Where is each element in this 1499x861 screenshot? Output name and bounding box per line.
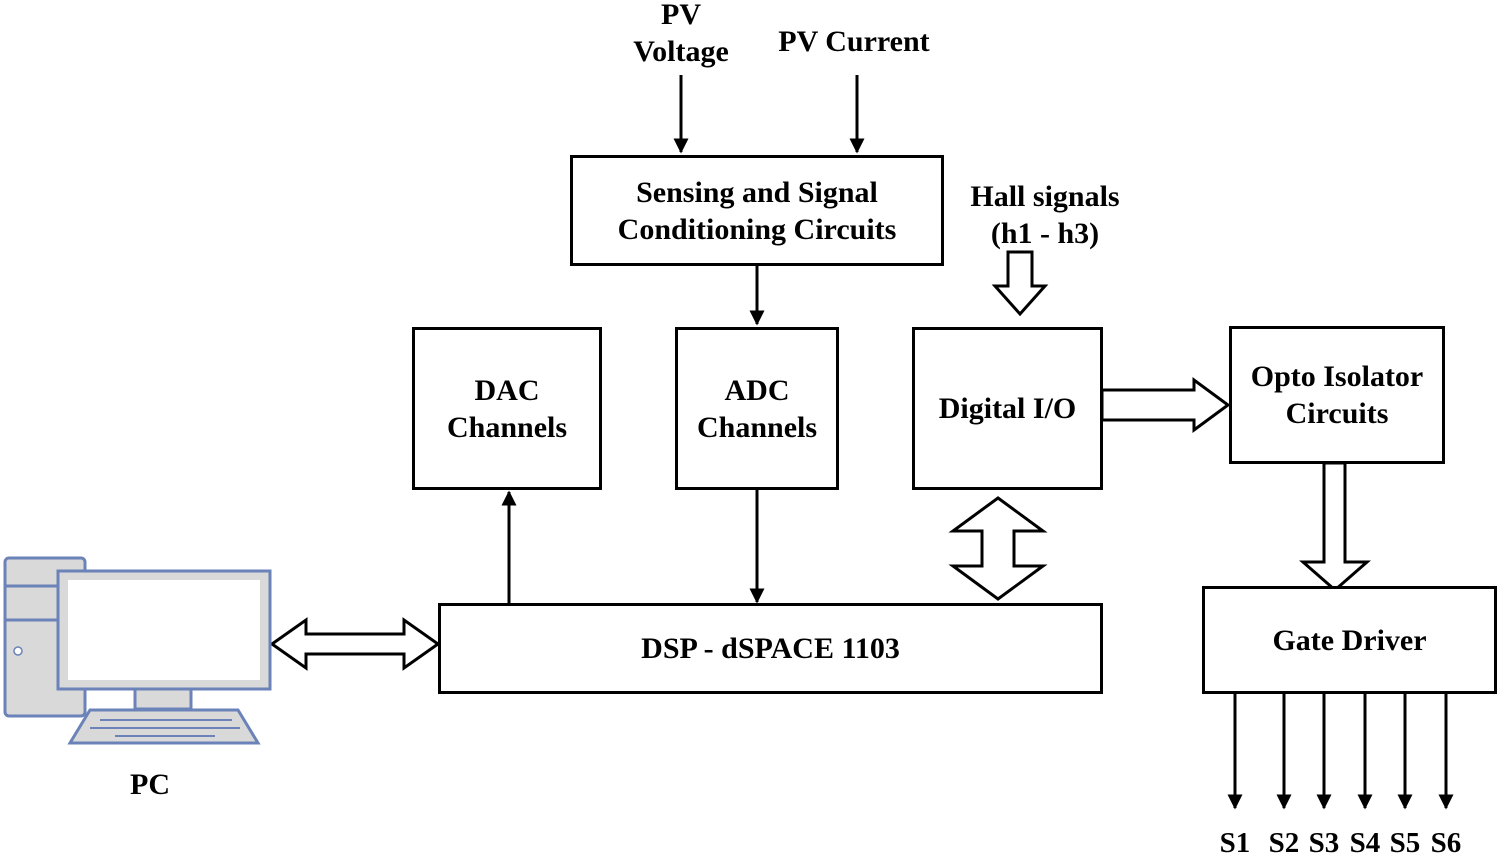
output-label-s4: S4 <box>1349 827 1381 859</box>
output-label-s3: S3 <box>1308 827 1340 859</box>
output-label-s1: S1 <box>1219 827 1251 859</box>
hall-signals-label: Hall signals (h1 - h3) <box>955 178 1135 252</box>
sensing-block-line-2: Conditioning Circuits <box>617 212 897 246</box>
adc-block-line-1: ADC <box>724 373 790 407</box>
hall-signals-line-1: Hall signals <box>970 180 1120 213</box>
digital-io-block: Digital I/O <box>912 327 1103 490</box>
gate-driver-label: Gate Driver <box>1272 623 1427 657</box>
pv-voltage-line-2: Voltage <box>633 35 729 68</box>
output-label-s5: S5 <box>1389 827 1421 859</box>
dac-block-line-1: DAC <box>474 373 540 407</box>
pv-voltage-label: PV Voltage <box>621 0 741 70</box>
adc-channels-block: ADC Channels <box>675 327 839 490</box>
pv-current-label: PV Current <box>778 25 930 58</box>
pc-keyboard <box>67 708 261 745</box>
pc-label: PC <box>130 768 170 801</box>
pc-dsp-bidirectional-arrow <box>269 617 441 671</box>
adc-block-line-2: Channels <box>696 410 818 444</box>
sensing-signal-conditioning-block: Sensing and Signal Conditioning Circuits <box>570 155 944 266</box>
opto-block-line-1: Opto Isolator <box>1250 360 1424 393</box>
pc-screen <box>68 580 260 680</box>
output-label-s2: S2 <box>1268 827 1300 859</box>
opto-to-gate-driver-hollow-arrow <box>1299 461 1371 592</box>
hall-signals-hollow-arrow <box>991 250 1049 317</box>
gate-driver-block: Gate Driver <box>1202 586 1497 694</box>
dac-block-line-2: Channels <box>446 410 568 444</box>
hall-signals-line-2: (h1 - h3) <box>990 217 1100 250</box>
dac-channels-block: DAC Channels <box>412 327 602 490</box>
computer-icon <box>3 556 272 745</box>
sensing-block-line-1: Sensing and Signal <box>636 175 878 209</box>
opto-block-line-2: Circuits <box>1285 397 1389 430</box>
opto-isolator-block: Opto Isolator Circuits <box>1229 326 1445 464</box>
digital-io-dsp-bidirectional-arrow <box>948 496 1048 601</box>
digital-io-to-opto-hollow-arrow <box>1100 377 1231 433</box>
digital-io-label: Digital I/O <box>938 392 1077 425</box>
output-label-s6: S6 <box>1430 827 1462 859</box>
pv-voltage-line-1: PV <box>661 0 701 31</box>
dsp-dspace-block: DSP - dSPACE 1103 <box>438 603 1103 694</box>
pc-stand <box>133 687 193 711</box>
dsp-label: DSP - dSPACE 1103 <box>641 632 900 665</box>
gate-output-arrows <box>1227 692 1454 810</box>
